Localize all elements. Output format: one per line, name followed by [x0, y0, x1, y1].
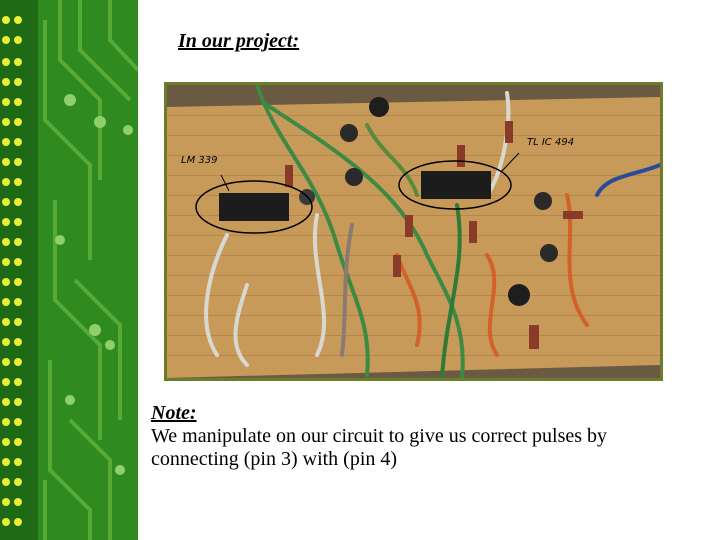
ic-chip-right — [421, 171, 491, 199]
circuit-sidebar-decoration — [0, 0, 138, 540]
circuit-board-image: LM 339 TL IC 494 — [167, 85, 660, 378]
circuit-board-photo: LM 339 TL IC 494 — [164, 82, 663, 381]
note-block: Note: We manipulate on our circuit to gi… — [151, 402, 691, 471]
slide-title: In our project: — [178, 30, 300, 52]
circuit-pattern-graphic — [0, 0, 138, 540]
note-heading: Note: — [151, 402, 197, 424]
label-lm339: LM 339 — [181, 155, 217, 166]
ic-chip-left — [219, 193, 289, 221]
label-tlic494: TL IC 494 — [527, 137, 574, 148]
note-body: We manipulate on our circuit to give us … — [151, 425, 608, 470]
